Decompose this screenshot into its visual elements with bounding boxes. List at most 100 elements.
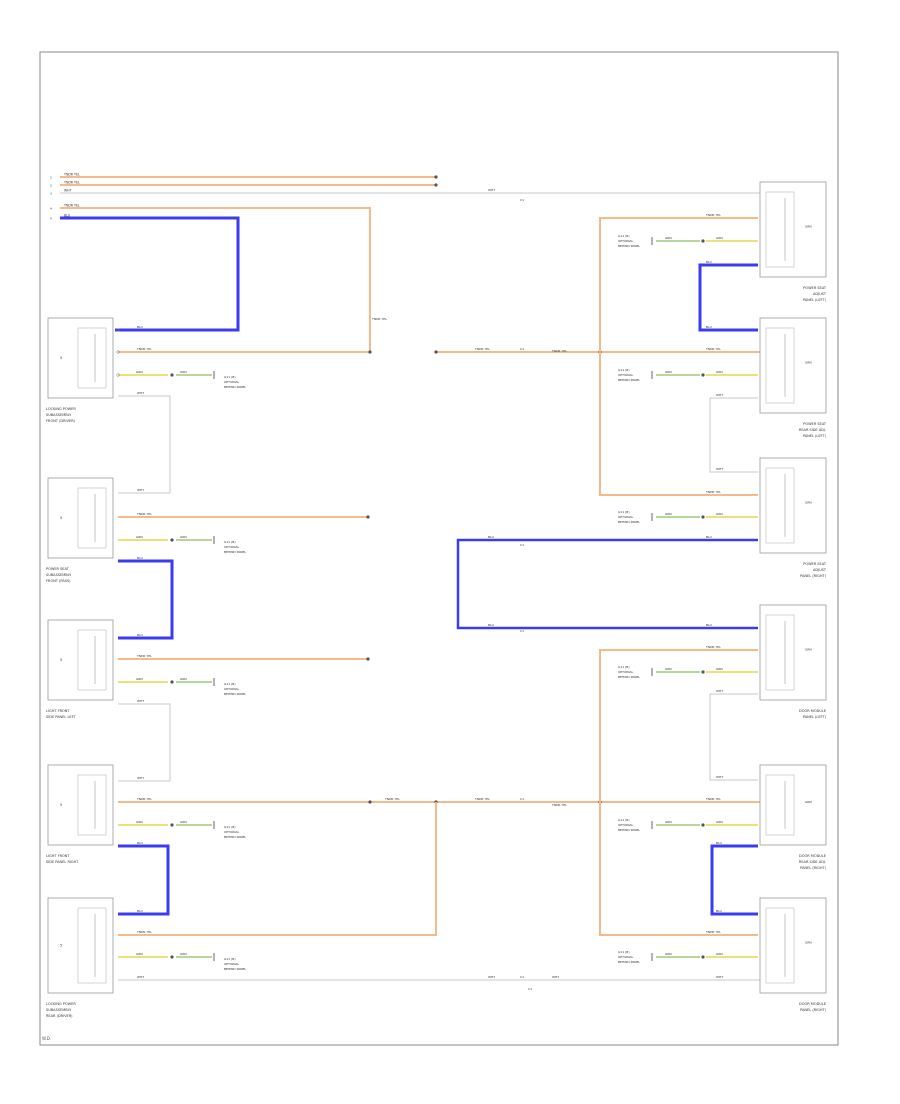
wire-label: WHT: [552, 975, 559, 979]
connector-caption: SUBASSEMBLY: [46, 573, 72, 577]
wire-label: TNDR YEL: [136, 654, 152, 658]
connector-caption: POWER SEAT: [803, 422, 827, 426]
ground-note: OPTIONAL: [224, 380, 240, 384]
wire-label: WHT: [137, 488, 144, 492]
left-connector-4: [47, 764, 114, 846]
wire-label: WHT: [137, 699, 144, 703]
wire-label: WHT: [716, 393, 723, 397]
wire-label: TNDR YEL: [136, 347, 152, 351]
wire-label: GRN: [716, 667, 723, 671]
conn1-white: [118, 395, 171, 494]
pin-marker: [116, 373, 120, 377]
left-connector-3: [47, 619, 114, 701]
wire-label: WHT: [716, 975, 723, 979]
ground-note: BEHIND PANEL: [618, 244, 640, 248]
ground-note: BEHIND PANEL: [618, 520, 640, 524]
inline-connector: [701, 373, 705, 377]
connector-pin-label: 5: [60, 944, 62, 948]
bus-pin-number: 5: [50, 217, 52, 221]
pin-marker: [116, 328, 120, 332]
wire-label: BLU: [488, 623, 494, 627]
wire-label: BLU: [716, 909, 722, 913]
connector-caption: PANEL (LEFT): [803, 434, 827, 438]
wire-label: GRN: [180, 370, 187, 374]
connector-pin-label: 5: [60, 516, 62, 520]
ground-note: G11 (B): [618, 368, 630, 372]
ground-note: BEHIND PANEL: [618, 378, 640, 382]
inline-connector: [170, 373, 174, 377]
ground-note: OPTIONAL: [224, 687, 240, 691]
connector-caption: SUBASSEMBLY: [46, 1008, 72, 1012]
wire-label: TNDR YEL: [551, 349, 567, 353]
wire-label: WHT: [137, 776, 144, 780]
ground-note: OPTIONAL: [224, 545, 240, 549]
wire-label: TNDR YEL: [136, 797, 152, 801]
wire-label: WHT: [488, 188, 495, 192]
inline-connector: [701, 670, 705, 674]
right-connector-6: [759, 897, 827, 994]
wire-label: WHT: [137, 975, 144, 979]
conn5-orange: [118, 802, 437, 936]
ground-note: G11 (B): [224, 825, 236, 829]
connector-pin-label: GRN: [805, 361, 812, 365]
wire-label: BLU: [716, 841, 722, 845]
wire-label: TNDR YEL: [136, 930, 152, 934]
inline-connector: [701, 239, 705, 243]
connector-caption: POWER SEAT: [803, 562, 827, 566]
connector-label: C1: [520, 198, 524, 202]
connector-inner: [77, 774, 107, 836]
wire-label: GRN: [180, 677, 187, 681]
wire-label: WHT: [716, 689, 723, 693]
conn4-blue: [118, 844, 170, 916]
conn2-blue: [118, 559, 174, 640]
wire-label: GRN: [716, 820, 723, 824]
connector-inner: [765, 327, 795, 404]
r4-white: [709, 693, 758, 781]
connector-pin-label: GRN: [805, 941, 812, 945]
ground-note: G11 (B): [224, 957, 236, 961]
splice-dot: [368, 350, 372, 354]
wire-label: WHT: [716, 467, 723, 471]
connector-caption: PANEL (LEFT): [803, 715, 827, 719]
connector-caption: PANEL (RIGHT): [800, 866, 826, 870]
connector-pin-label: 5: [60, 356, 62, 360]
bus-wire: [60, 207, 371, 352]
wire-label: GRN: [136, 677, 143, 681]
wire-label: BLU: [706, 260, 712, 264]
connector-caption: REAR SIDE ADJ.: [799, 860, 826, 864]
connector-caption: PANEL (RIGHT): [800, 574, 826, 578]
bus-pin-number: 3: [50, 192, 52, 196]
bus-pin-number: 4: [50, 207, 52, 211]
inline-connector: [170, 823, 174, 827]
ground-note: OPTIONAL: [618, 373, 634, 377]
connector-caption: REAR SIDE ADJ.: [799, 428, 826, 432]
diagram-frame: [39, 51, 839, 1046]
ground-note: BEHIND PANEL: [224, 385, 246, 389]
connector-caption: LOCKING POWER: [46, 407, 76, 411]
connector-caption: SIDE PANEL LEFT: [46, 715, 77, 719]
wire-label: TNDR YEL: [705, 797, 721, 801]
splice-dot: [366, 515, 370, 519]
connector-caption: ADJUST: [813, 292, 827, 296]
connector-caption: DOOR MODULE: [799, 1002, 826, 1006]
bus-wire-label: TNDR YEL: [63, 173, 80, 177]
connector-caption: LIGHT FRONT: [46, 709, 70, 713]
connector-inner: [765, 614, 795, 691]
connector-caption: SIDE PANEL RIGHT: [46, 860, 79, 864]
wire-label: GRN: [136, 535, 143, 539]
connector-inner: [765, 467, 795, 544]
connector-caption: POWER SEAT: [46, 567, 70, 571]
connector-caption: DOOR MODULE: [799, 709, 826, 713]
connector-caption: FRONT (PASS): [46, 579, 71, 583]
connector-pin-label: GRN: [805, 225, 812, 229]
wire-label: GRN: [716, 370, 723, 374]
wire-label: WHT: [137, 391, 144, 395]
wire-label: GRN: [665, 236, 672, 240]
wire-label: TNDR YEL: [384, 797, 400, 801]
connector-caption: LOCKING POWER: [46, 1002, 76, 1006]
wire-label: BLU: [137, 325, 143, 329]
ground-note: G11 (B): [618, 510, 630, 514]
wire-label: GRN: [716, 952, 723, 956]
wire-label: GRN: [665, 667, 672, 671]
